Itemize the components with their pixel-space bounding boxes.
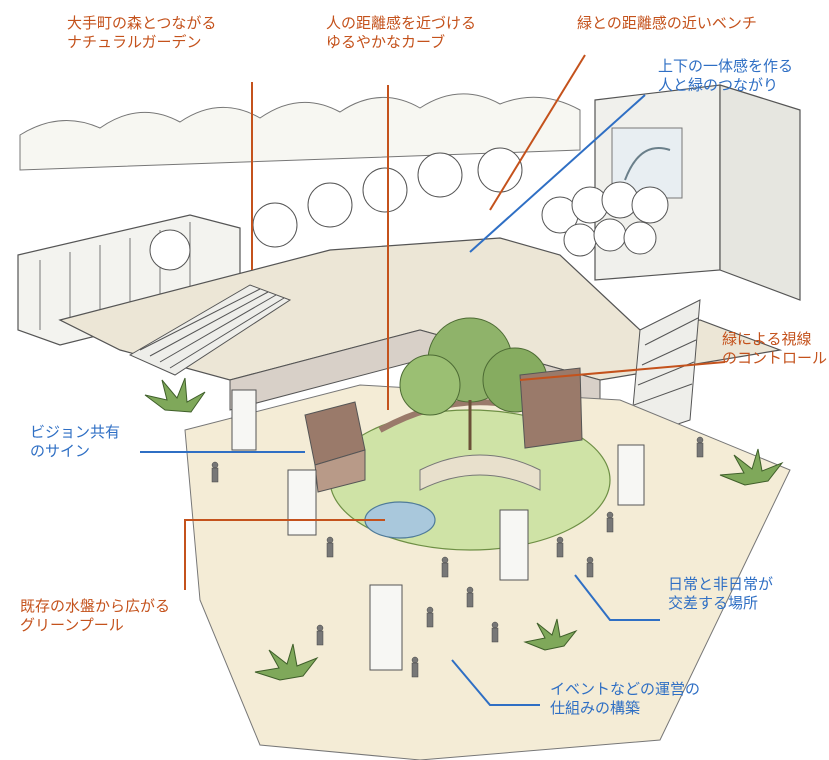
label-unity: 上下の一体感を作る 人と緑のつながり [658,57,793,95]
label-sightline-line1: 緑による視線 [722,330,812,348]
stone-sign-right [519,367,583,449]
leader-everyday [574,574,660,621]
label-sightline: 緑による視線 のコントロール [722,330,827,368]
label-gentle-curve: 人の距離感を近づける ゆるやかなカーブ [326,14,476,52]
right-staircase [629,299,701,441]
right-building-side [719,84,801,301]
terrace-trees [149,147,669,271]
label-event: イベントなどの運営の 仕組みの構築 [550,680,700,718]
leader-lines-orange [184,54,726,590]
leader-event [451,659,540,706]
label-unity-line1: 上下の一体感を作る [658,57,794,75]
label-bench: 緑との距離感の近いベンチ [577,14,757,33]
label-everyday-line1: 日常と非日常が [668,575,774,593]
left-staircase [128,284,292,376]
central-trees [399,317,548,450]
label-event-line2: 仕組みの構築 [550,699,641,717]
label-sightline-line2: のコントロール [722,349,828,367]
label-gentle-curve-line1: 人の距離感を近づける [326,14,477,32]
label-gentle-curve-line2: ゆるやかなカーブ [326,33,446,51]
background-treeline [19,93,581,171]
leader-lines-blue [140,94,660,706]
label-green-pool: 既存の水盤から広がる グリーンプール [20,597,170,635]
label-green-pool-line1: 既存の水盤から広がる [20,597,171,615]
label-forest-garden-line2: ナチュラルガーデン [67,33,202,51]
people [211,436,704,678]
label-forest-garden: 大手町の森とつながる ナチュラルガーデン [67,14,216,52]
label-everyday-line2: 交差する場所 [668,594,759,612]
label-vision-sign-line2: のサイン [30,442,91,460]
label-unity-line2: 人と緑のつながり [658,76,779,94]
leader-unity [469,94,646,253]
upper-terrace [58,237,783,381]
leader-bench [489,54,586,211]
leader-green-pool [184,519,385,590]
label-vision-sign-line1: ビジョン共有 [30,423,121,441]
label-bench-line1: 緑との距離感の近いベンチ [577,14,757,32]
label-event-line1: イベントなどの運営の [550,680,701,698]
leader-sightline [519,361,726,381]
planter-steps [419,454,541,491]
stone-sign-left [304,401,366,493]
label-vision-sign: ビジョン共有 のサイン [30,423,120,461]
label-forest-garden-line1: 大手町の森とつながる [67,14,217,32]
palm-plants [144,377,784,681]
pillars [231,389,645,671]
label-everyday: 日常と非日常が 交差する場所 [668,575,773,613]
label-green-pool-line2: グリーンプール [20,616,124,634]
